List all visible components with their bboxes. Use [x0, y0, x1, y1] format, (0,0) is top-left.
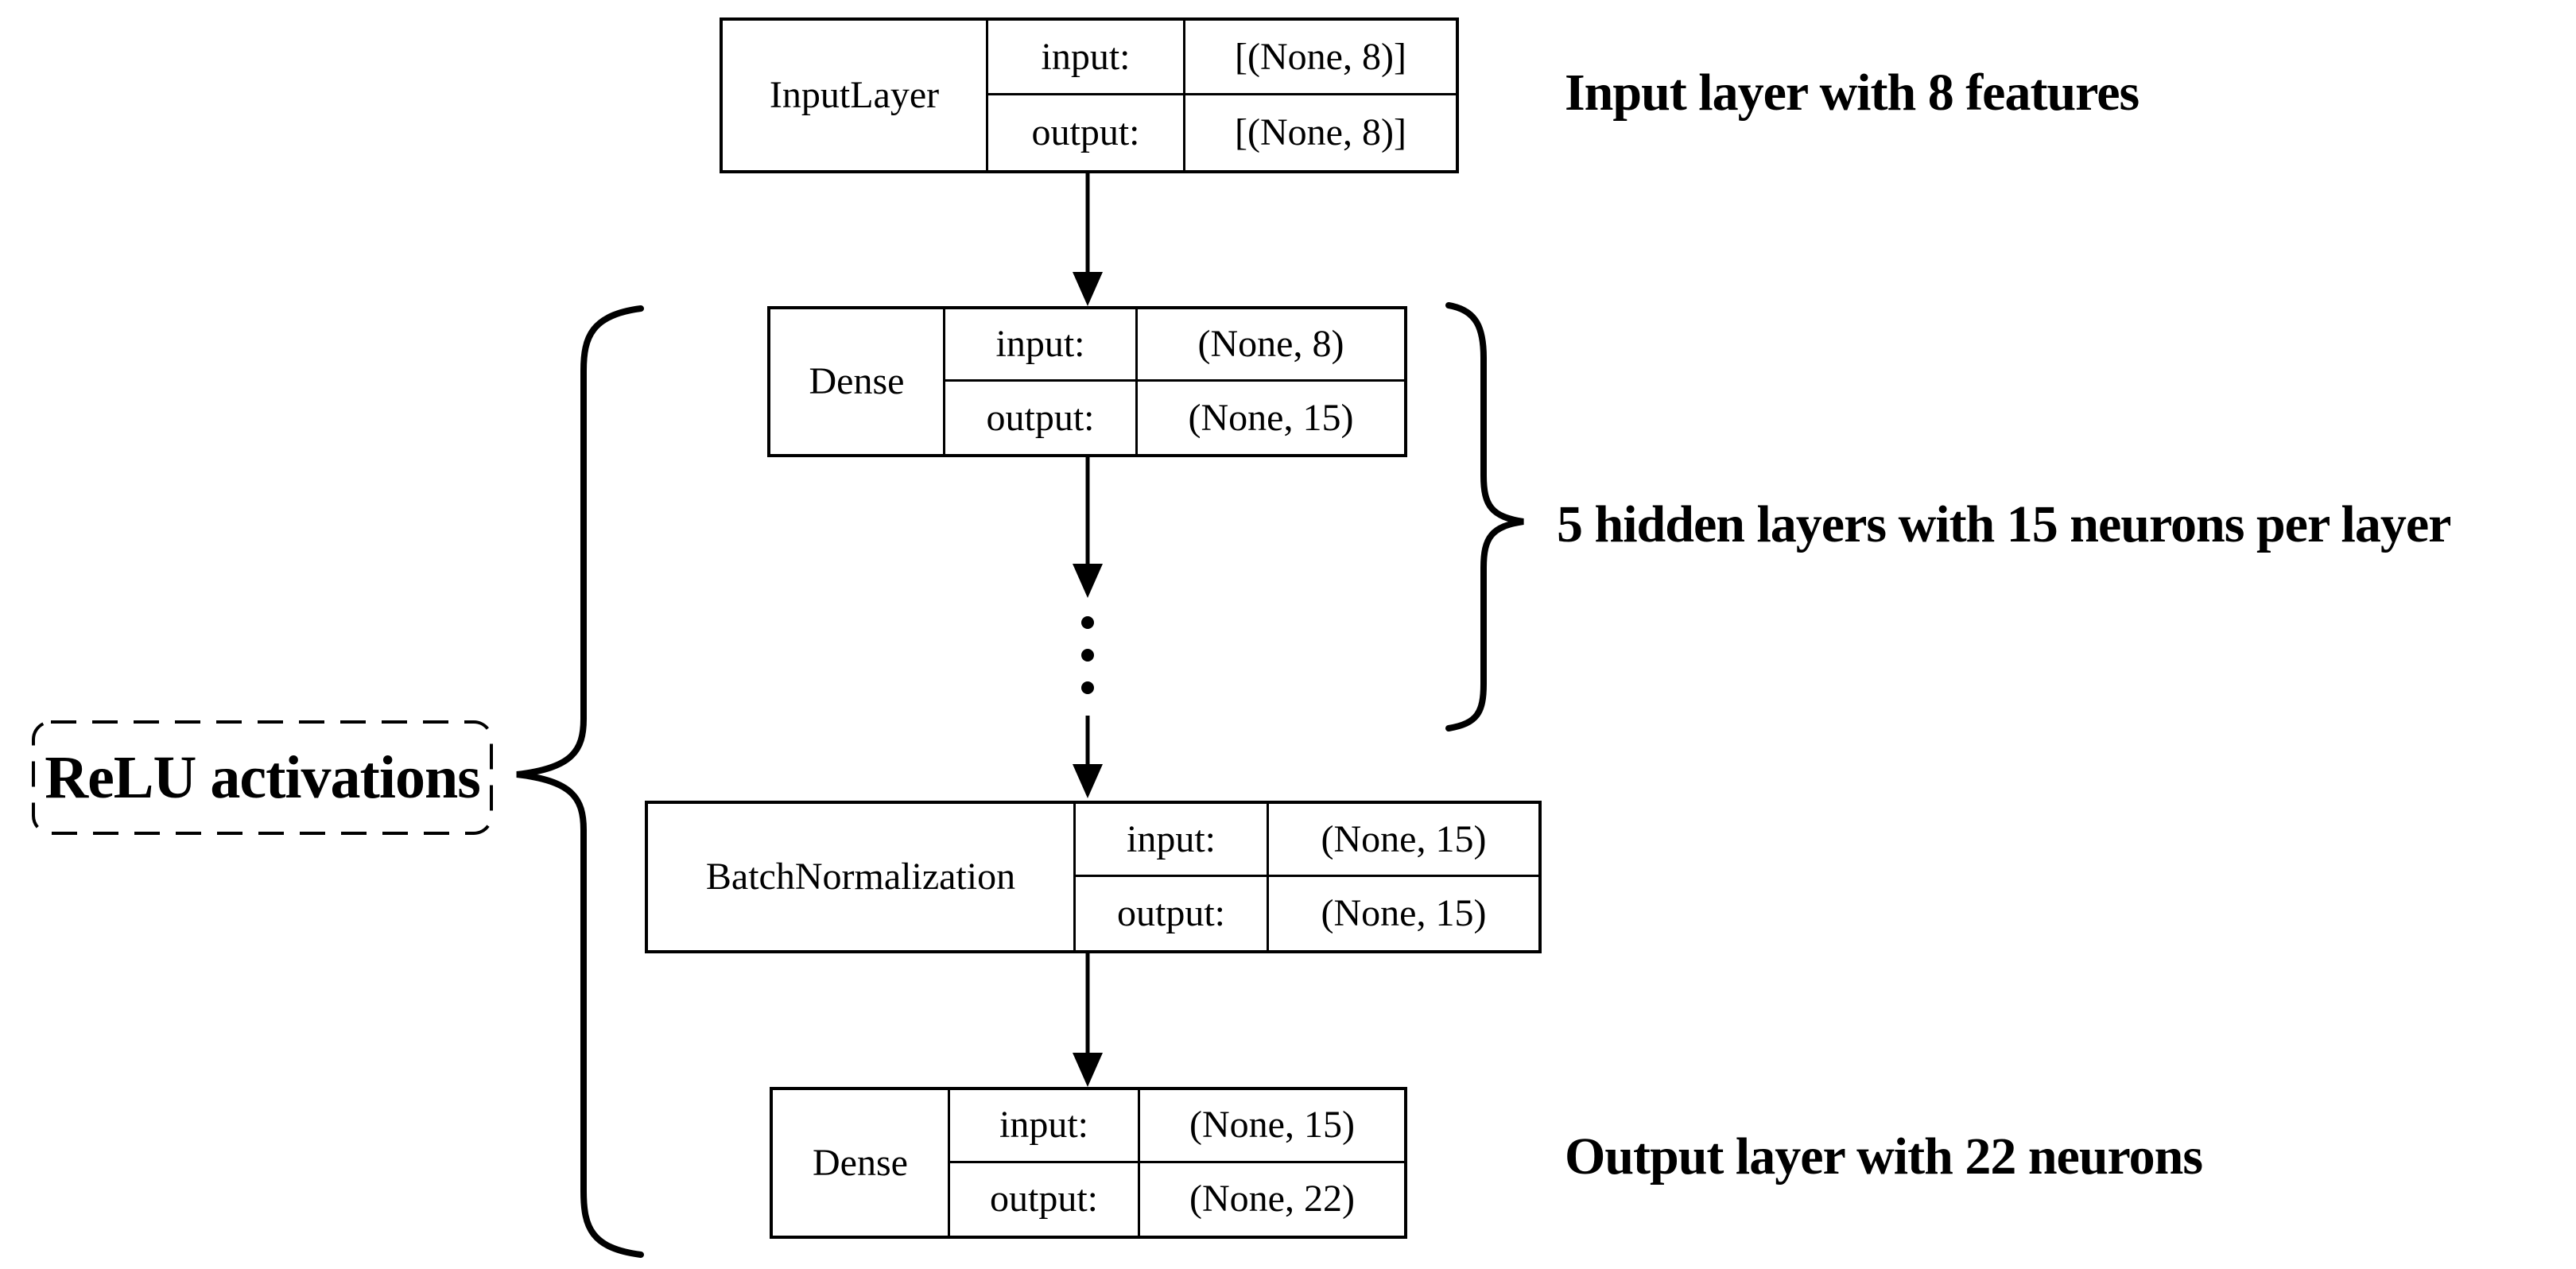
relu-dashed-box — [32, 720, 493, 835]
arrow-input-to-dense1 — [1073, 173, 1103, 306]
input-label: input: — [945, 309, 1138, 382]
input-shape: (None, 15) — [1269, 804, 1538, 877]
input-label: input: — [950, 1090, 1140, 1163]
layer-name: Dense — [770, 309, 945, 454]
output-shape: (None, 22) — [1189, 1178, 1355, 1220]
output-shape: (None, 15) — [1188, 396, 1354, 439]
input-label: input: — [1076, 804, 1269, 877]
layer-node-batchnormalization: BatchNormalization input: (None, 15) out… — [645, 801, 1542, 953]
input-shape: (None, 8) — [1138, 309, 1404, 382]
input-label: input: — [988, 21, 1185, 95]
output-label: output: — [988, 95, 1185, 170]
annotation-hidden-layers: 5 hidden layers with 15 neurons per laye… — [1557, 495, 2451, 553]
layer-node-dense-output: Dense input: (None, 15) output: (None, 2… — [770, 1087, 1407, 1239]
layer-name: BatchNormalization — [648, 804, 1076, 950]
output-label: output: — [950, 1162, 1140, 1236]
relu-activations-label: ReLU activations — [45, 743, 481, 811]
layer-name: InputLayer — [723, 21, 988, 170]
left-brace — [516, 305, 644, 1258]
arrow-ellipsis-to-batchnorm — [1073, 716, 1103, 798]
layer-node-inputlayer: InputLayer input: [(None, 8)] output: [(… — [720, 17, 1459, 173]
annotation-input-layer: Input layer with 8 features — [1565, 64, 2140, 122]
output-label: output: — [945, 382, 1138, 454]
input-shape: [(None, 8)] — [1185, 21, 1456, 95]
arrow-dense1-to-ellipsis — [1073, 457, 1103, 598]
output-shape: (None, 15) — [1321, 892, 1487, 934]
output-shape: [(None, 8)] — [1235, 111, 1406, 153]
arrow-batchnorm-to-dense2 — [1073, 953, 1103, 1087]
ellipsis-dots-icon — [1081, 616, 1094, 694]
output-label: output: — [1076, 877, 1269, 950]
right-brace — [1445, 302, 1524, 732]
input-shape: (None, 15) — [1140, 1090, 1404, 1163]
layer-name: Dense — [773, 1090, 950, 1236]
annotation-output-layer: Output layer with 22 neurons — [1565, 1127, 2203, 1186]
layer-node-dense-hidden: Dense input: (None, 8) output: (None, 15… — [767, 306, 1407, 457]
